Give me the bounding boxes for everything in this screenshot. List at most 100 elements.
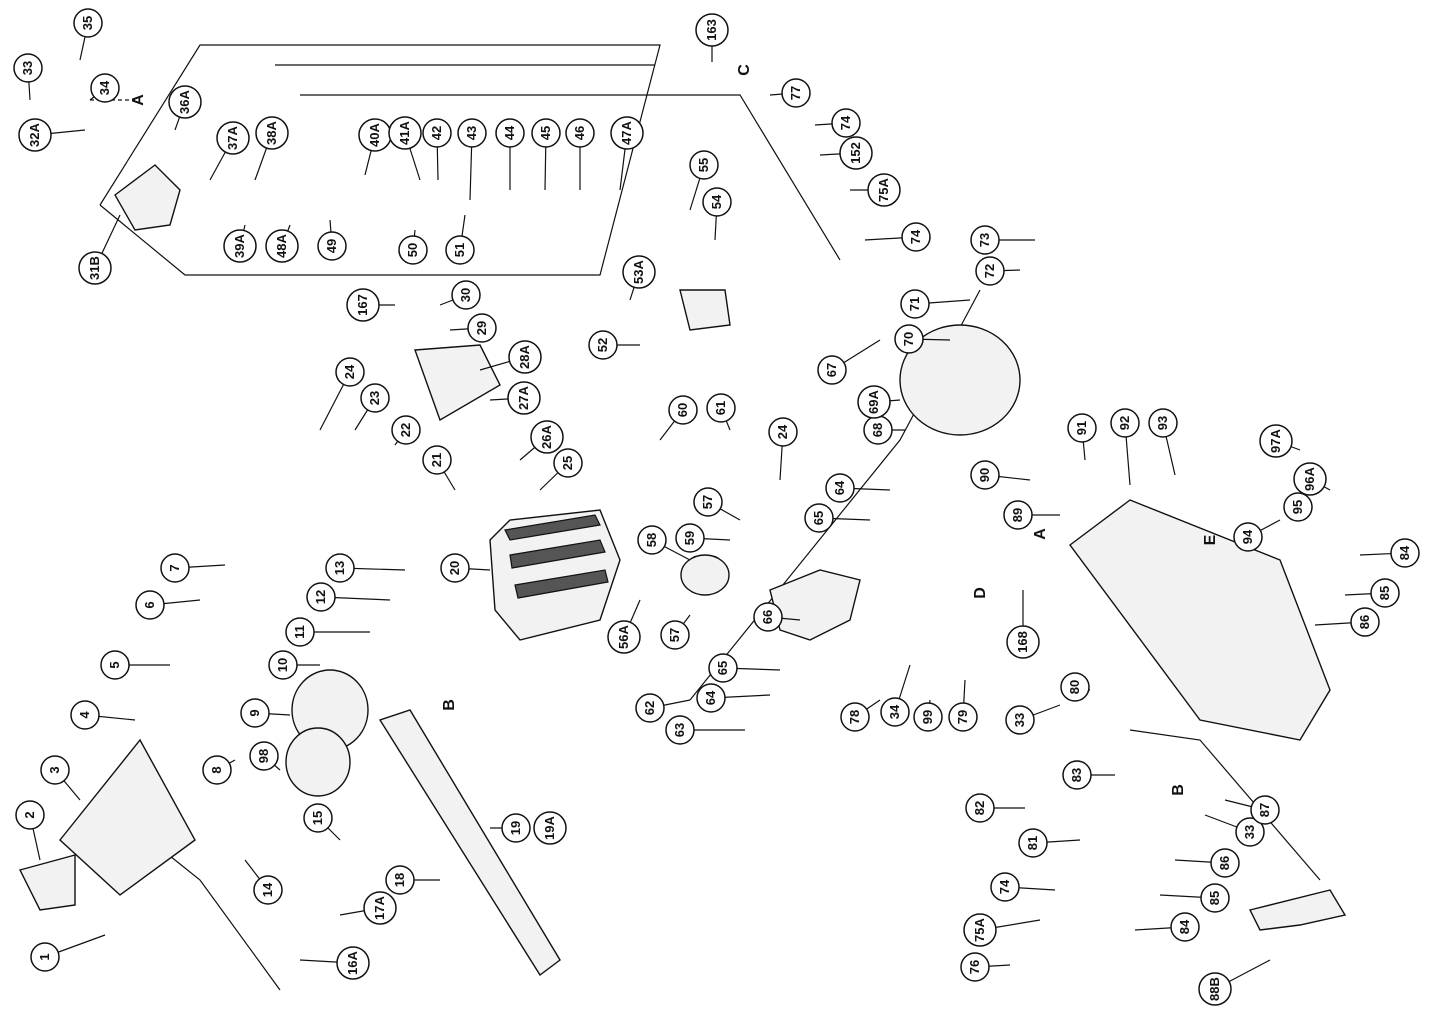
part-shapes [18,164,1347,977]
callout-number: 34 [887,704,902,719]
callout-number: 11 [292,625,307,639]
part-callout: 91 [1067,413,1097,443]
clutch-shape [285,727,351,797]
callout-number: 68 [870,423,885,437]
callout-number: 38A [264,120,279,144]
part-callout: 43 [457,118,487,148]
part-callout: 82 [965,793,995,823]
callout-number: 163 [704,19,719,41]
part-callout: 50 [398,235,428,265]
callout-circle [388,116,422,150]
callout-number: 87 [1257,803,1272,817]
part-callout: 13 [325,553,355,583]
callout-circle [398,235,428,265]
callout-circle [202,755,232,785]
part-callout: 99 [913,702,943,732]
callout-circle [901,222,931,252]
callout-number: 53A [631,259,646,283]
callout-number: 63 [672,723,687,737]
callout-circle [216,121,250,155]
part-callout: 57 [693,487,723,517]
callout-circle [831,108,861,138]
part-callout: 83 [1062,760,1092,790]
callout-number: 66 [760,610,775,624]
callout-circle [975,256,1005,286]
callout-number: 3 [47,766,62,773]
callout-circle [607,620,641,654]
part-callout: 163 [695,13,729,47]
callout-circle [1018,828,1048,858]
callout-circle [240,698,270,728]
part-callout: 10 [268,650,298,680]
callout-number: 79 [955,710,970,724]
crankshaft-shape [769,569,861,641]
callout-number: 90 [977,468,992,482]
reference-letter: A [1032,528,1049,540]
callout-number: 41A [397,120,412,144]
part-callout: 33 [13,53,43,83]
callout-number: 62 [642,701,657,715]
part-callout: 42 [422,118,452,148]
callout-number: 35 [80,16,95,30]
part-callout: 24 [335,357,365,387]
part-callout: 56A [607,620,641,654]
callout-circle [1060,672,1090,702]
part-callout: 54 [702,187,732,217]
callout-number: 5 [107,661,122,668]
callout-number: 50 [405,243,420,257]
callout-circle [70,700,100,730]
part-callout: 15 [303,803,333,833]
callout-circle [695,13,729,47]
part-callout: 79 [948,702,978,732]
callout-number: 30 [458,288,473,302]
callout-number: 1 [37,953,52,960]
callout-number: 85 [1377,586,1392,600]
callout-circle [249,741,279,771]
callout-circle [40,755,70,785]
callout-circle [336,946,370,980]
part-callout: 74 [831,108,861,138]
callout-circle [768,417,798,447]
callout-circle [360,383,390,413]
callout-number: 54 [709,194,724,209]
part-callout: 16A [336,946,370,980]
callout-number: 57 [700,495,715,509]
callout-circle [825,473,855,503]
part-callout: 64 [825,473,855,503]
callout-circle [1062,760,1092,790]
callout-number: 15 [310,811,325,825]
callout-circle [168,85,202,119]
callout-number: 36A [177,89,192,113]
callout-number: 22 [398,423,413,437]
callout-circle [622,255,656,289]
callout-circle [100,650,130,680]
part-callout: 9 [240,698,270,728]
callout-number: 60 [675,403,690,417]
part-callout: 37A [216,121,250,155]
callout-circle [1067,413,1097,443]
callout-number: 7 [167,564,182,571]
callout-circle [422,118,452,148]
callout-circle [913,702,943,732]
part-callout: 20 [440,553,470,583]
part-callout: 88B [1198,972,1232,1006]
part-callout: 152 [839,136,873,170]
callout-circle [457,118,487,148]
callout-circle [1148,408,1178,438]
part-callout: 11 [285,617,315,647]
callout-number: 74 [838,115,853,130]
callout-number: 31B [87,256,102,280]
callout-number: 85 [1207,891,1222,905]
part-callout: 168 [1006,625,1040,659]
part-callout: 53A [622,255,656,289]
part-callout: 77 [781,78,811,108]
part-callout: 19A [533,811,567,845]
callout-circle [1370,578,1400,608]
part-callout: 36A [168,85,202,119]
part-callout: 7 [160,553,190,583]
callout-circle [325,553,355,583]
part-callout: 98 [249,741,279,771]
callout-number: 94 [1240,529,1255,544]
callout-circle [635,693,665,723]
